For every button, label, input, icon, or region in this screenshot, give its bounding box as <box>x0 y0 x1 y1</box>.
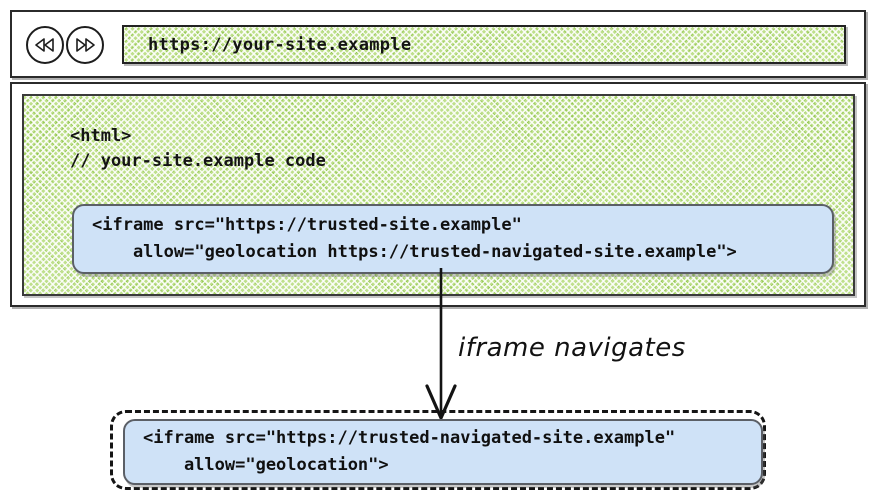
rewind-double-left-icon <box>34 38 56 52</box>
back-button[interactable] <box>26 26 64 64</box>
navigated-iframe-code: <iframe src="https://trusted-navigated-s… <box>143 428 676 475</box>
navigation-button-group <box>26 26 104 64</box>
browser-toolbar: https://your-site.example <box>10 10 866 78</box>
forward-button[interactable] <box>66 26 104 64</box>
arrow-annotation-label: iframe navigates <box>458 333 686 363</box>
top-level-document: <html> // your-site.example code <iframe… <box>22 94 855 296</box>
down-arrow-icon <box>400 268 490 423</box>
embedded-iframe-block: <iframe src="https://trusted-site.exampl… <box>72 204 834 274</box>
browser-window: https://your-site.example <html> // your… <box>10 10 866 307</box>
address-bar[interactable]: https://your-site.example <box>122 25 846 64</box>
fast-forward-double-right-icon <box>74 38 96 52</box>
navigated-iframe-block: <iframe src="https://trusted-navigated-s… <box>123 419 763 485</box>
embedded-iframe-code: <iframe src="https://trusted-site.exampl… <box>92 215 737 262</box>
navigated-iframe-outline: <iframe src="https://trusted-navigated-s… <box>110 410 766 490</box>
address-bar-value: https://your-site.example <box>148 34 412 55</box>
page-source-code: <html> // your-site.example code <box>70 126 326 171</box>
browser-viewport: <html> // your-site.example code <iframe… <box>10 82 866 307</box>
